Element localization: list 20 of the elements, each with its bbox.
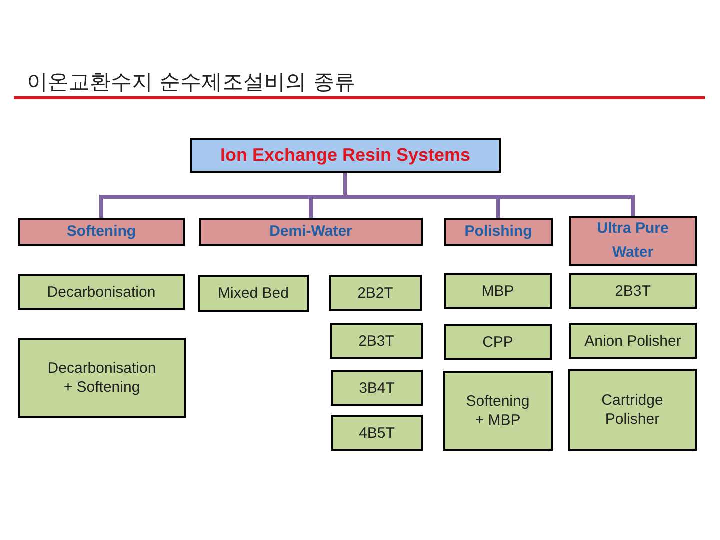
- connector-line: [344, 173, 635, 216]
- category-box: Demi-Water: [199, 218, 423, 246]
- process-box: Mixed Bed: [198, 275, 309, 312]
- process-box: Cartridge Polisher: [568, 369, 697, 451]
- process-box: 2B3T: [330, 323, 423, 359]
- slide-title: 이온교환수지 순수제조설비의 종류: [27, 69, 356, 96]
- process-box: Anion Polisher: [569, 323, 697, 359]
- category-box: Softening: [18, 218, 185, 246]
- process-box: MBP: [444, 273, 552, 309]
- process-box: Decarbonisation: [18, 274, 185, 310]
- process-box: Softening + MBP: [443, 371, 553, 451]
- process-box: 3B4T: [331, 370, 423, 406]
- root-box: Ion Exchange Resin Systems: [190, 138, 501, 173]
- category-box: Ultra Pure Water: [569, 216, 697, 266]
- category-box: Polishing: [444, 218, 553, 246]
- process-box: Decarbonisation + Softening: [18, 338, 186, 418]
- process-box: 4B5T: [331, 415, 423, 451]
- process-box: 2B2T: [329, 275, 422, 311]
- process-box: CPP: [444, 324, 552, 360]
- process-box: 2B3T: [569, 273, 697, 309]
